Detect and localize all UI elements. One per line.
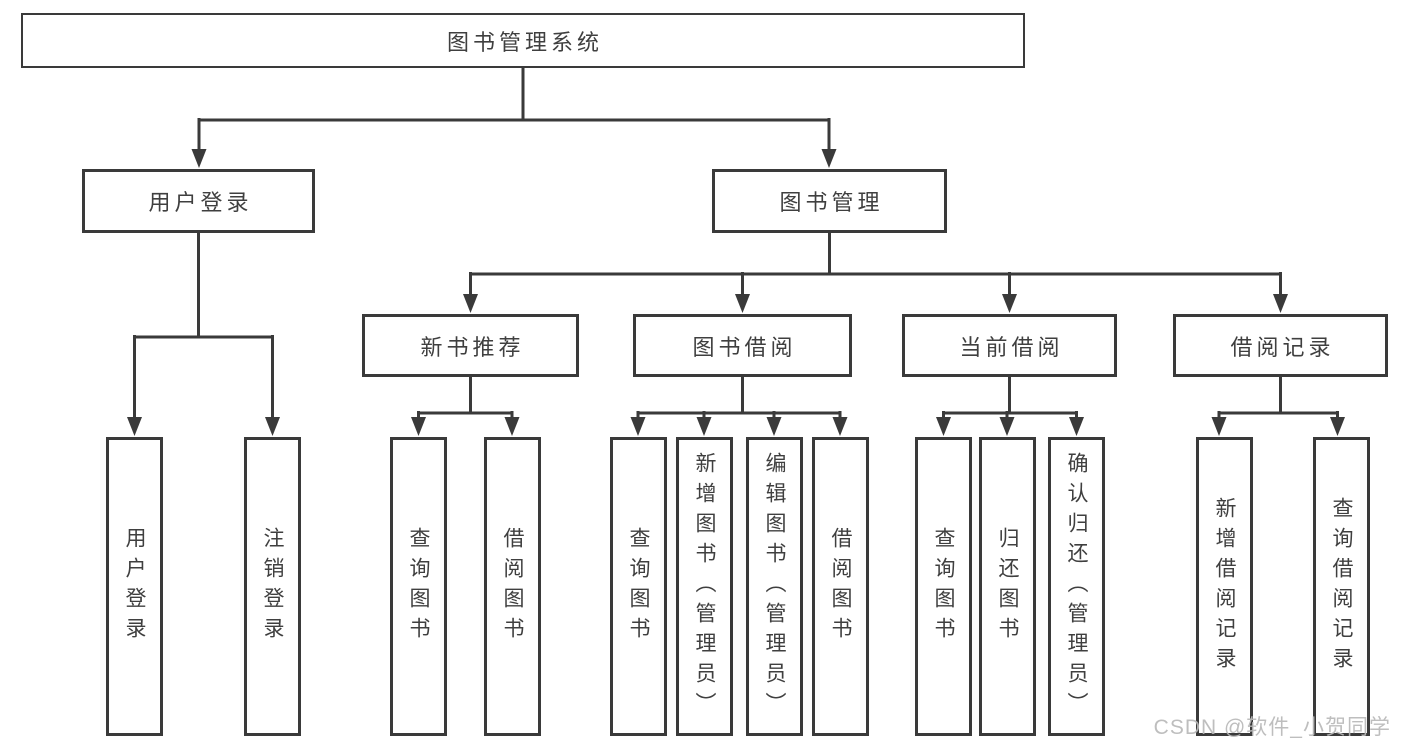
node-new-book-recommendation: 新书推荐 <box>362 314 579 377</box>
node-label: 查询图书 <box>627 526 650 647</box>
node-label: 当前借阅 <box>959 334 1064 360</box>
arrowhead-icon <box>696 417 712 436</box>
arrowhead-icon <box>735 294 750 313</box>
leaf-borrow-books-borrowing: 借阅图书 <box>812 437 869 736</box>
arrowhead-icon <box>999 417 1015 436</box>
node-label: 新增借阅记录 <box>1213 496 1236 677</box>
leaf-query-borrow-record: 查询借阅记录 <box>1313 437 1370 736</box>
node-label: 图书管理系统 <box>446 29 603 55</box>
arrowhead-icon <box>936 417 951 436</box>
node-label: 借阅图书 <box>829 526 852 647</box>
leaf-return-books: 归还图书 <box>979 437 1036 736</box>
csdn-watermark: CSDN @软件_小贺同学 <box>1153 716 1391 739</box>
arrowhead-icon <box>1069 417 1084 436</box>
arrowhead-icon <box>504 417 520 436</box>
leaf-confirm-return-admin: 确认归还（管理员） <box>1048 437 1105 736</box>
node-label: 编辑图书（管理员） <box>763 451 786 722</box>
arrowhead-icon <box>1273 294 1288 313</box>
leaf-add-books-admin: 新增图书（管理员） <box>676 437 733 736</box>
node-label: 归还图书 <box>996 526 1019 647</box>
node-label: 查询图书 <box>932 526 955 647</box>
node-label: 查询借阅记录 <box>1330 496 1353 677</box>
arrowhead-icon <box>127 417 142 436</box>
arrowhead-icon <box>1211 417 1227 436</box>
arrowhead-icon <box>463 294 478 313</box>
arrowhead-icon <box>1330 417 1345 436</box>
node-borrowing-records: 借阅记录 <box>1173 314 1388 377</box>
node-label: 借阅图书 <box>501 526 524 647</box>
leaf-query-books-current: 查询图书 <box>915 437 972 736</box>
node-label: 查询图书 <box>407 526 430 647</box>
node-label: 用户登录 <box>123 526 146 647</box>
node-label: 图书借阅 <box>692 334 797 360</box>
node-label: 新书推荐 <box>420 334 525 360</box>
leaf-query-books-recommend: 查询图书 <box>390 437 447 736</box>
arrowhead-icon <box>832 417 848 436</box>
arrowhead-icon <box>411 417 426 436</box>
node-library-management-system: 图书管理系统 <box>21 13 1025 68</box>
leaf-query-books-borrowing: 查询图书 <box>610 437 667 736</box>
leaf-logout: 注销登录 <box>244 437 301 736</box>
node-user-login: 用户登录 <box>82 169 315 233</box>
leaf-add-borrow-record: 新增借阅记录 <box>1196 437 1253 736</box>
node-book-management: 图书管理 <box>712 169 947 233</box>
arrowhead-icon <box>1002 294 1017 313</box>
node-label: 图书管理 <box>779 190 884 215</box>
arrowhead-icon <box>265 417 280 436</box>
arrowhead-icon <box>191 149 207 168</box>
leaf-edit-books-admin: 编辑图书（管理员） <box>746 437 803 736</box>
node-label: 确认归还（管理员） <box>1065 451 1088 722</box>
node-label: 用户登录 <box>148 190 253 215</box>
arrowhead-icon <box>630 417 646 436</box>
node-book-borrowing: 图书借阅 <box>633 314 852 377</box>
node-current-borrowing: 当前借阅 <box>902 314 1117 377</box>
arrowhead-icon <box>821 149 837 168</box>
leaf-borrow-books-recommend: 借阅图书 <box>484 437 541 736</box>
node-label: 注销登录 <box>261 526 284 647</box>
node-label: 借阅记录 <box>1230 334 1335 360</box>
node-label: 新增图书（管理员） <box>693 451 716 722</box>
leaf-user-login: 用户登录 <box>106 437 163 736</box>
arrowhead-icon <box>766 417 782 436</box>
